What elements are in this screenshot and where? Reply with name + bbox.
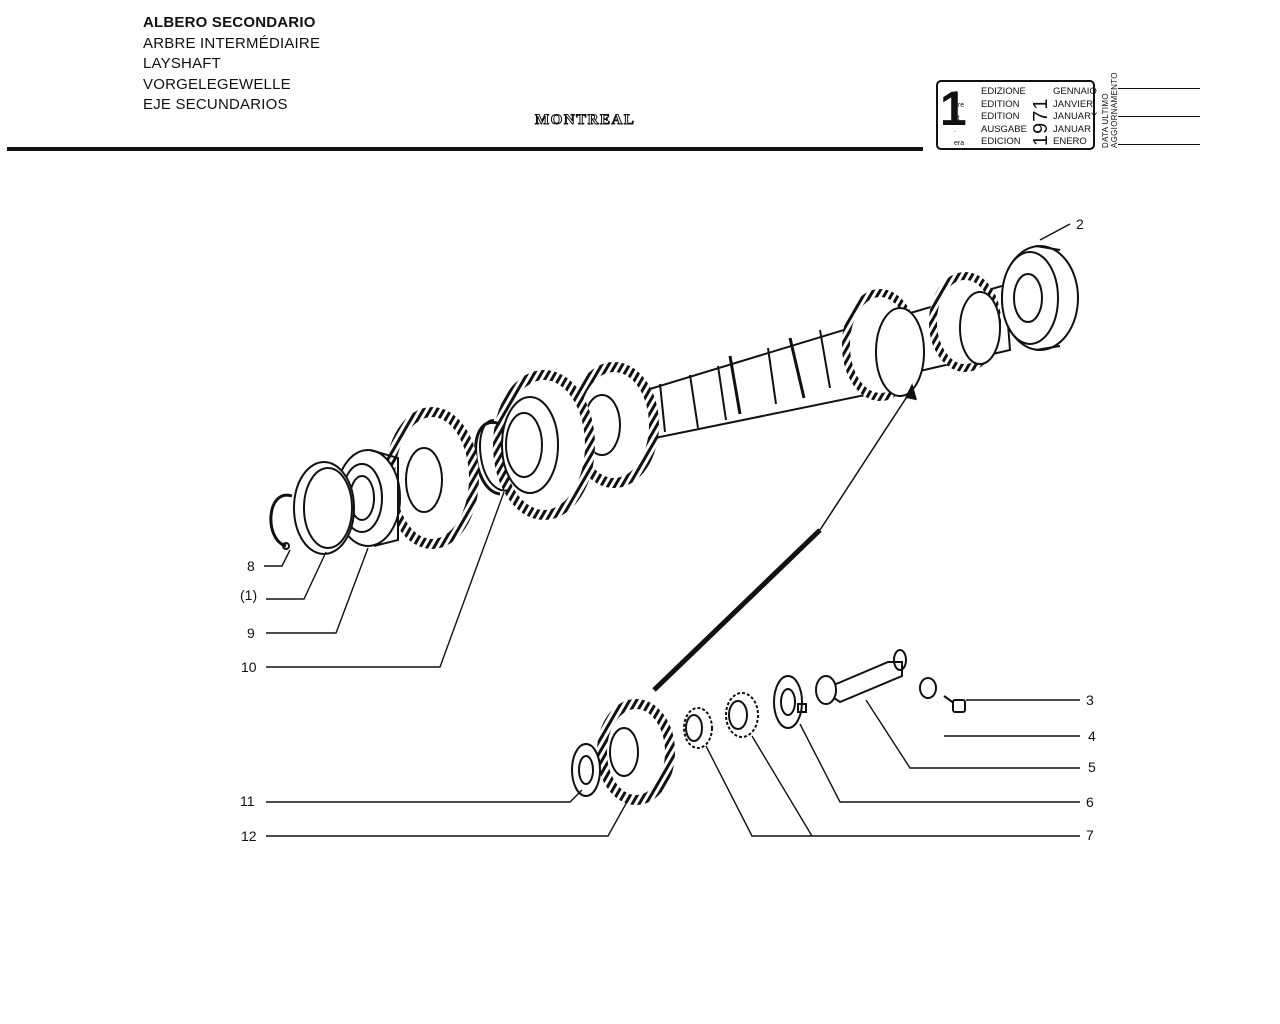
callout-4: 4 bbox=[1088, 728, 1096, 744]
callout-6: 6 bbox=[1086, 794, 1094, 810]
month: ENERO bbox=[1053, 136, 1087, 148]
lock-washer-4 bbox=[919, 677, 937, 699]
circlip-8 bbox=[269, 493, 293, 550]
edition-box: 1 a ere st . era EDIZIONE EDITION EDITIO… bbox=[936, 80, 1097, 150]
arrow-head bbox=[905, 383, 917, 401]
month: JANUARY bbox=[1053, 111, 1098, 123]
callout-10: 10 bbox=[241, 659, 257, 675]
thrust-washer-6 bbox=[773, 675, 807, 729]
washer-11 bbox=[571, 743, 601, 797]
bolt-3 bbox=[943, 695, 966, 713]
edition-months: GENNAIO JANVIER JANUARY JANUAR ENERO bbox=[1053, 86, 1097, 149]
ordinal: era bbox=[954, 139, 965, 147]
shaft-gear-2 bbox=[929, 272, 1001, 372]
edition-word: AUSGABE bbox=[981, 123, 1027, 135]
month: GENNAIO bbox=[1053, 86, 1097, 97]
callout-2: 2 bbox=[1076, 216, 1084, 232]
ordinal: . bbox=[954, 127, 956, 135]
spindle-5 bbox=[815, 649, 907, 705]
callout-5: 5 bbox=[1088, 759, 1096, 775]
edition-word: EDICION bbox=[981, 136, 1021, 148]
gear-medium bbox=[385, 407, 479, 549]
title-italian: ALBERO SECONDARIO bbox=[143, 14, 316, 31]
callout-12: 12 bbox=[241, 828, 257, 844]
callout-11: 11 bbox=[240, 793, 255, 809]
callout-8: 8 bbox=[247, 558, 255, 574]
update-line bbox=[1118, 144, 1200, 145]
edition-words: EDIZIONE EDITION EDITION AUSGABE EDICION bbox=[981, 86, 1027, 149]
brand-logo: MONTREAL bbox=[534, 112, 636, 129]
ordinal: a bbox=[954, 90, 958, 97]
update-line bbox=[1118, 116, 1200, 117]
edition-word: EDITION bbox=[981, 111, 1020, 123]
gear-12 bbox=[597, 699, 675, 805]
edition-word: EDIZIONE bbox=[981, 86, 1026, 97]
edition-word: EDITION bbox=[981, 98, 1020, 110]
ordinal: st bbox=[954, 114, 960, 122]
assembly-arrow-thin bbox=[819, 391, 911, 531]
needle-bearing-7b bbox=[725, 692, 759, 738]
gear-10-assembly bbox=[493, 370, 595, 520]
edition-number: 1 bbox=[940, 83, 967, 136]
title-spanish: EJE SECUNDARIOS bbox=[143, 96, 288, 113]
title-block: ALBERO SECONDARIO ARBRE INTERMÉDIAIRE LA… bbox=[143, 13, 320, 116]
month: JANVIER bbox=[1053, 98, 1094, 110]
bearing-2 bbox=[1001, 245, 1079, 351]
header-rule bbox=[7, 147, 923, 151]
leader-lines bbox=[264, 223, 1080, 837]
month: JANUAR bbox=[1053, 123, 1092, 135]
callout-1: (1) bbox=[240, 587, 258, 603]
title-german: VORGELEGEWELLE bbox=[143, 75, 291, 93]
callout-7: 7 bbox=[1086, 827, 1094, 843]
callout-9: 9 bbox=[247, 625, 255, 641]
needle-bearing-7a bbox=[683, 707, 713, 749]
shaft-gear-1 bbox=[842, 289, 925, 401]
update-line bbox=[1118, 88, 1200, 89]
ordinal: ere bbox=[954, 102, 965, 110]
title-english: LAYSHAFT bbox=[143, 55, 222, 72]
shim-1 bbox=[293, 461, 355, 555]
assembly-arrow-thick bbox=[652, 528, 822, 692]
callout-3: 3 bbox=[1086, 692, 1094, 708]
title-french: ARBRE INTERMÉDIAIRE bbox=[143, 34, 321, 52]
edition-ordinals: a ere st . era bbox=[954, 88, 964, 150]
